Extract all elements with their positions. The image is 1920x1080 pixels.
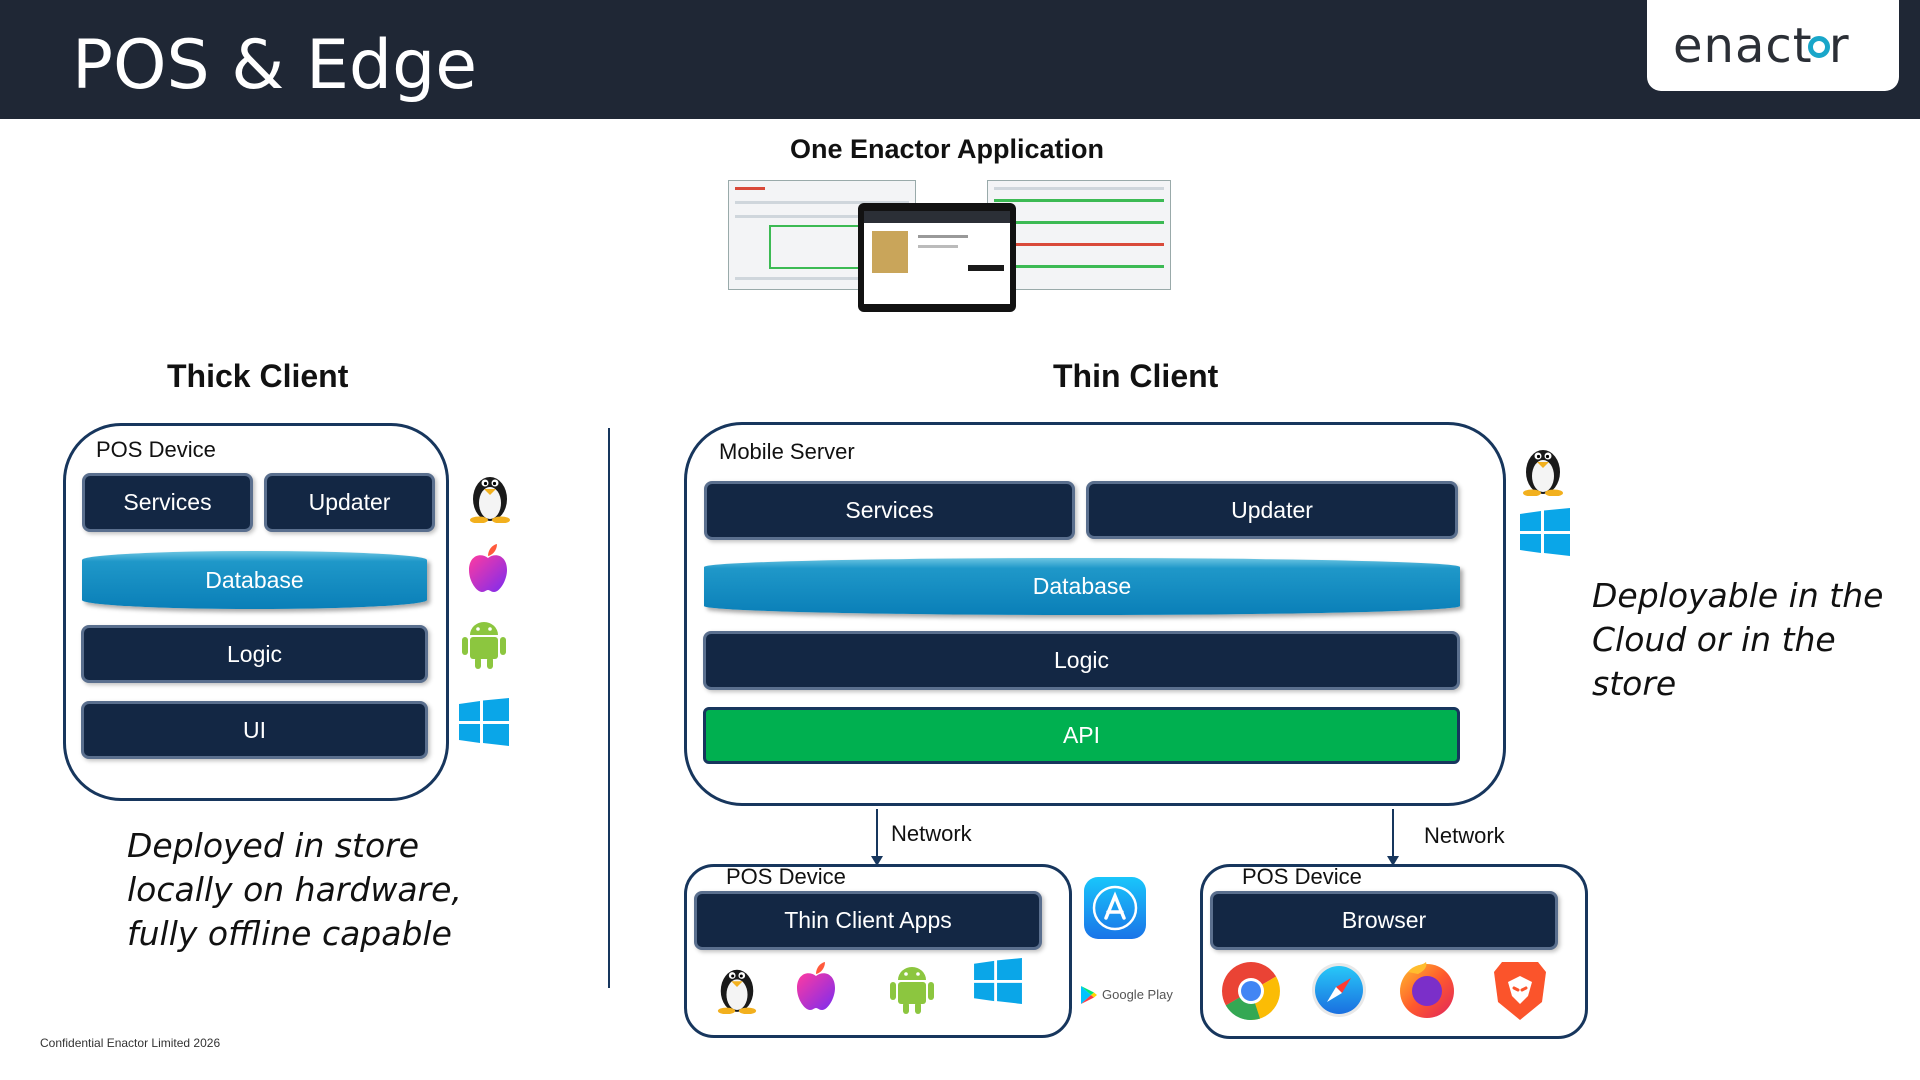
section-divider	[608, 428, 610, 988]
thin-logic-block: Logic	[703, 631, 1460, 690]
network-line-left	[876, 809, 878, 861]
android-icon	[460, 615, 508, 671]
app-heading: One Enactor Application	[790, 134, 1105, 164]
thin-database-block: Database	[704, 558, 1460, 615]
network-label-left: Network	[891, 821, 972, 846]
thick-logic-block: Logic	[81, 625, 428, 683]
thick-database-block: Database	[82, 551, 427, 609]
windows-icon	[1520, 508, 1570, 556]
linux-icon	[467, 467, 513, 523]
app-screenshot-right	[987, 180, 1171, 290]
thin-api-block: API	[703, 707, 1460, 764]
network-arrow-right	[1387, 856, 1399, 866]
firefox-icon	[1396, 958, 1458, 1020]
pos-device-apps-label: POS Device	[726, 864, 846, 889]
google-play-icon	[1080, 985, 1098, 1005]
footer-confidential: Confidential Enactor Limited 2026	[40, 1036, 221, 1050]
browser-block: Browser	[1210, 891, 1558, 950]
thin-updater-block: Updater	[1086, 481, 1458, 539]
thick-ui-block: UI	[81, 701, 428, 759]
logo-o-mark	[1808, 36, 1830, 58]
windows-icon	[459, 698, 509, 746]
linux-icon	[715, 960, 759, 1014]
chrome-icon	[1220, 960, 1282, 1022]
windows-icon	[974, 958, 1022, 1004]
page-title: POS & Edge	[72, 26, 478, 105]
thick-client-note: Deployed in store locally on hardware, f…	[127, 826, 462, 953]
app-store-icon	[1084, 877, 1146, 939]
thin-client-apps-block: Thin Client Apps	[694, 891, 1042, 950]
app-tablet-screenshot	[858, 203, 1016, 312]
apple-icon	[466, 542, 510, 594]
thin-services-block: Services	[704, 481, 1075, 540]
thin-client-note: Deployable in the Cloud or in the store	[1592, 576, 1884, 703]
safari-icon	[1311, 962, 1367, 1018]
pos-device-browser-label: POS Device	[1242, 864, 1362, 889]
logo-box	[1647, 0, 1899, 91]
mobile-server-label: Mobile Server	[719, 439, 855, 464]
thick-services-block: Services	[82, 473, 253, 532]
network-label-right: Network	[1424, 823, 1505, 848]
thin-client-heading: Thin Client	[1053, 358, 1219, 394]
header-bar	[0, 0, 1920, 119]
network-arrow-left	[871, 856, 883, 866]
thick-client-heading: Thick Client	[167, 358, 349, 394]
android-icon	[888, 960, 936, 1016]
linux-icon	[1520, 440, 1566, 496]
google-play-label: Google Play	[1102, 987, 1173, 1002]
network-line-right	[1392, 809, 1394, 861]
brave-icon	[1490, 958, 1550, 1024]
thick-pos-device-label: POS Device	[96, 437, 216, 462]
thick-updater-block: Updater	[264, 473, 435, 532]
apple-icon	[794, 960, 838, 1012]
